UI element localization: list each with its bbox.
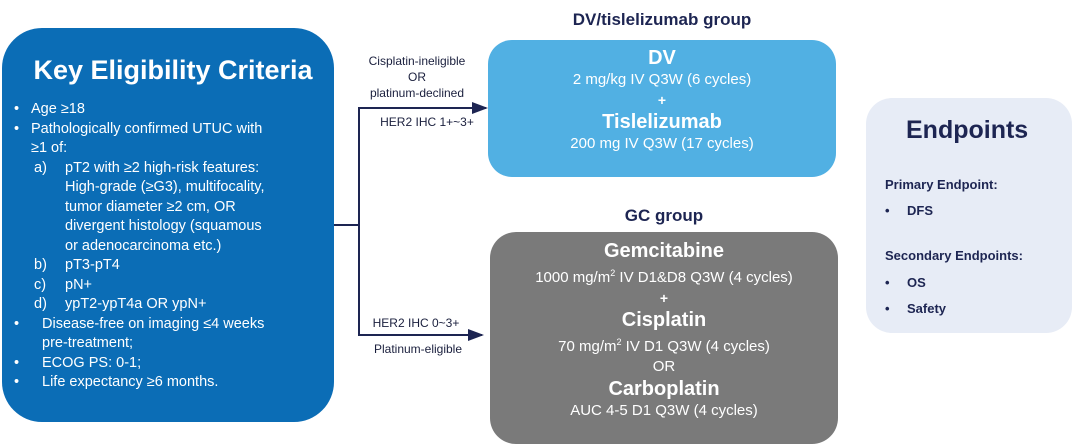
gc-group-box: Gemcitabine 1000 mg/m2 IV D1&D8 Q3W (4 c… <box>490 232 838 444</box>
criteria-item-cont: ≥1 of: <box>31 140 68 156</box>
eligibility-criteria-box: Key Eligibility Criteria Age ≥18 Patholo… <box>2 28 334 422</box>
endpoints-box: Endpoints Primary Endpoint: •DFS Seconda… <box>866 98 1072 333</box>
criteria-item: Age ≥18 <box>14 100 264 120</box>
criteria-item: Disease-free on imaging ≤4 weeks <box>14 315 264 335</box>
lower-branch-condition: Platinum-eligible <box>373 342 463 356</box>
dv-group-box: DV 2 mg/kg IV Q3W (6 cycles) + Tislelizu… <box>488 40 836 177</box>
secondary-endpoints-label: Secondary Endpoints: <box>885 248 1023 263</box>
dose-carboplatin: AUC 4-5 D1 Q3W (4 cycles) <box>570 402 758 419</box>
criteria-item: ECOG PS: 0-1; <box>14 354 264 374</box>
criteria-subitem-d: d)ypT2-ypT4a OR ypN+ <box>34 296 207 312</box>
criteria-item-cont: pre-treatment; <box>42 335 134 351</box>
criteria-subitem-cont: tumor diameter ≥2 cm, OR <box>65 198 236 215</box>
criteria-subitem-a: a)pT2 with ≥2 high-risk features: <box>34 159 260 176</box>
or-label: OR <box>652 358 676 375</box>
drug-carboplatin: Carboplatin <box>608 378 720 400</box>
dose-cisplatin: 70 mg/m2 IV D1 Q3W (4 cycles) <box>558 337 770 355</box>
criteria-item: Life expectancy ≥6 months. <box>14 373 264 393</box>
endpoints-title: Endpoints <box>906 116 1029 144</box>
plus-sign: + <box>657 92 667 108</box>
criteria-subitem-c: c)pN+ <box>34 276 93 293</box>
criteria-subitem-cont: divergent histology (squamous <box>65 218 262 234</box>
criteria-item: Pathologically confirmed UTUC with <box>14 120 264 140</box>
criteria-list: Age ≥18 Pathologically confirmed UTUC wi… <box>14 100 264 393</box>
plus-sign: + <box>659 290 669 306</box>
secondary-endpoint-item: •OS <box>885 275 926 290</box>
dv-group-title: DV/tislelizumab group <box>572 10 752 29</box>
lower-branch-her2: HER2 IHC 0~3+ <box>372 316 460 330</box>
criteria-subitem-cont: High-grade (≥G3), multifocality, <box>65 179 265 195</box>
criteria-subitem-cont: or adenocarcinoma etc.) <box>65 237 222 254</box>
drug-dv: DV <box>648 47 676 69</box>
criteria-subitem-b: b)pT3-pT4 <box>34 257 120 273</box>
drug-gemcitabine: Gemcitabine <box>603 240 725 262</box>
criteria-title: Key Eligibility Criteria <box>33 55 313 85</box>
gc-group-title: GC group <box>624 206 704 225</box>
primary-endpoint-item: •DFS <box>885 203 933 218</box>
dose-tislelizumab: 200 mg IV Q3W (17 cycles) <box>570 135 754 152</box>
secondary-endpoint-item: •Safety <box>885 301 947 316</box>
primary-endpoint-label: Primary Endpoint: <box>885 177 998 192</box>
drug-cisplatin: Cisplatin <box>621 309 707 331</box>
upper-branch-her2: HER2 IHC 1+~3+ <box>380 115 474 129</box>
dose-dv: 2 mg/kg IV Q3W (6 cycles) <box>572 71 752 88</box>
dose-gemcitabine: 1000 mg/m2 IV D1&D8 Q3W (4 cycles) <box>535 268 793 286</box>
drug-tislelizumab: Tislelizumab <box>602 111 722 133</box>
